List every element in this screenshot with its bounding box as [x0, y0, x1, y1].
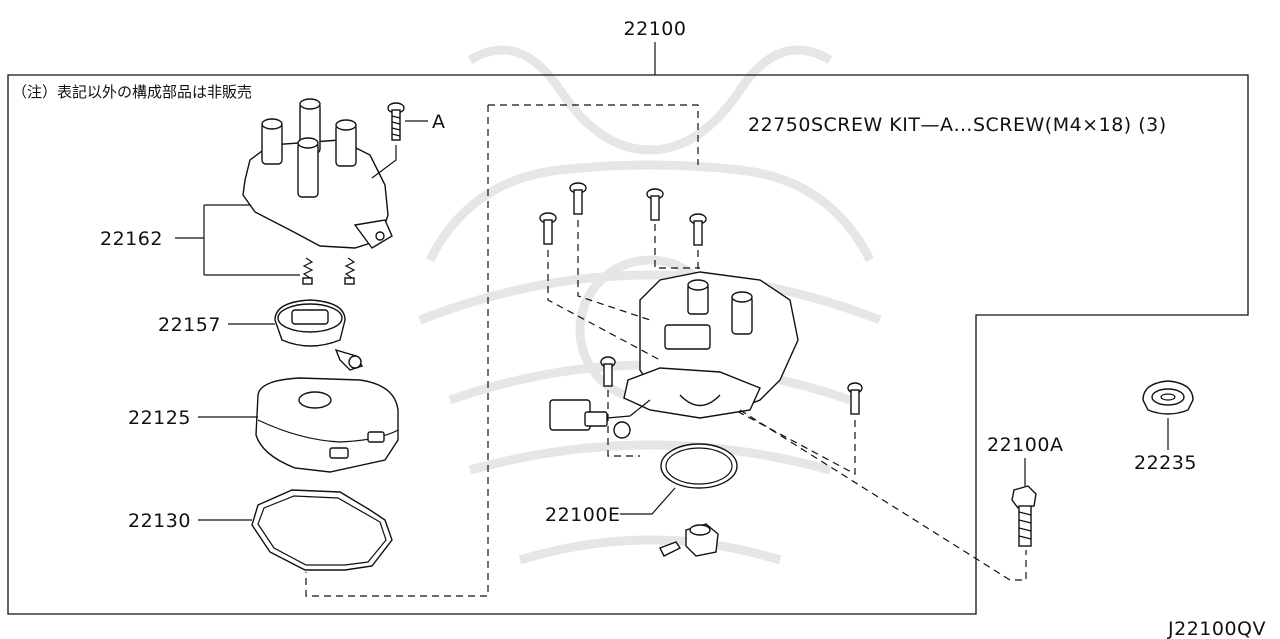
coupling-part	[659, 523, 719, 557]
dust-cover-part	[255, 377, 399, 473]
screw-icon	[387, 102, 405, 141]
distributor-cap-leader	[175, 204, 300, 276]
diagram-frame	[7, 74, 1249, 615]
gasket-part	[251, 489, 393, 571]
screw-kit-label: 22750SCREW KIT—A…SCREW(M4×18) (3)	[748, 114, 1167, 136]
gasket-label: 22130	[128, 510, 191, 532]
clamp-part	[1142, 380, 1194, 415]
screw-ref-letter: A	[432, 111, 446, 133]
screw-icon	[689, 213, 707, 246]
clamp-label: 22235	[1134, 452, 1197, 474]
screw-icon	[569, 182, 587, 215]
screw-icon	[600, 356, 616, 387]
rotor-head-label: 22157	[158, 314, 221, 336]
distributor-cap-part	[242, 98, 393, 249]
bolt-part	[1011, 485, 1037, 547]
screw-a-leader	[371, 120, 428, 179]
assembly-label: 22100	[624, 18, 687, 40]
distributor-body-part	[549, 271, 799, 439]
bolt-label: 22100A	[987, 434, 1063, 456]
body-group-boundary	[305, 104, 699, 597]
watermark-emblem	[418, 45, 882, 565]
rotor-head-part	[274, 299, 364, 371]
screw-icon	[847, 382, 863, 415]
spring-icon	[302, 257, 356, 285]
o-ring-label: 22100E	[545, 504, 620, 526]
screw-icon	[646, 188, 664, 221]
dust-cover-label: 22125	[128, 407, 191, 429]
body-screws	[539, 182, 863, 475]
o-ring-leader	[620, 487, 676, 515]
bolt-alignment-line	[739, 409, 1027, 581]
screw-icon	[539, 212, 557, 245]
distributor-cap-label: 22162	[100, 228, 163, 250]
o-ring-part	[660, 443, 738, 489]
not-sold-separately-note: （注）表記以外の構成部品は非販売	[12, 83, 252, 101]
figure-code: J22100QV	[1167, 618, 1266, 639]
